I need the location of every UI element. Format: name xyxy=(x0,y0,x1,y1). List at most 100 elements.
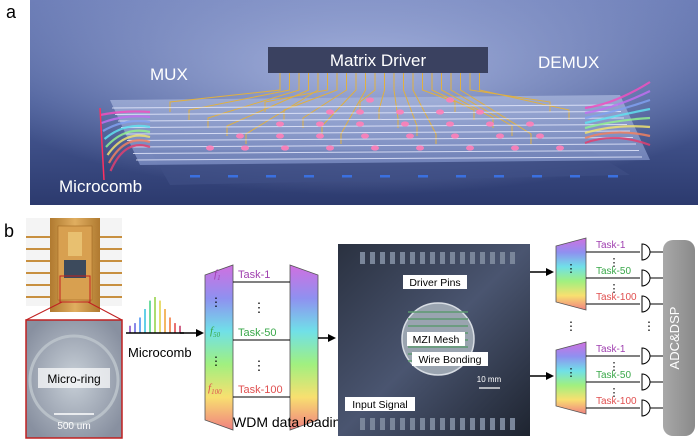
mzi-node xyxy=(556,145,564,151)
freq-dots-2: ⋮ xyxy=(210,354,222,368)
mzi-node xyxy=(496,133,504,139)
photo-pin-top xyxy=(510,252,515,264)
demux-top-task-1: Task-1 xyxy=(596,240,626,251)
demux-beam xyxy=(584,125,651,135)
photo-pin-top xyxy=(380,252,385,264)
driver-pins-label: Driver Pins xyxy=(409,277,460,289)
demux-top-dots-3: ⋮ xyxy=(609,283,620,295)
driver-wire xyxy=(378,73,385,120)
driver-wire xyxy=(393,73,399,128)
wdm-dots-2: ⋮ xyxy=(253,358,266,373)
photodetector xyxy=(641,295,651,313)
demux-bottom-task-1: Task-1 xyxy=(596,344,626,355)
micro-ring-label-bg xyxy=(38,368,110,388)
photodetectors xyxy=(641,243,663,417)
zoom-line-right xyxy=(87,301,123,321)
demux-beam xyxy=(584,131,651,140)
mzi-node xyxy=(326,109,334,115)
wire-bonding-label-bg xyxy=(412,352,488,366)
contact-pad xyxy=(494,175,504,178)
mux-beam xyxy=(106,134,151,156)
driver-wire xyxy=(479,73,570,120)
arrow-head-wdm-to-chip xyxy=(328,334,336,342)
photo-pin-bottom xyxy=(470,418,475,430)
chip-photo-pins xyxy=(360,252,515,430)
chip-scale-label: 10 mm xyxy=(477,375,502,384)
photo-pin-top xyxy=(360,252,365,264)
demux-top-dots-2: ⋮ xyxy=(609,257,620,269)
demux-beam xyxy=(584,81,651,110)
panel-b-letter: b xyxy=(4,221,14,241)
mzi-mesh-label-bg xyxy=(407,332,465,346)
mzi-node xyxy=(366,97,374,103)
mzi-node xyxy=(316,133,324,139)
contact-pad xyxy=(380,175,390,178)
demux-bottom-task-100: Task-100 xyxy=(596,396,637,407)
photo-pin-bottom xyxy=(370,418,375,430)
wdm-loading-label: WDM data loading xyxy=(233,414,348,430)
microcomb-label-b: Microcomb xyxy=(128,345,192,360)
mux-light-fan xyxy=(99,107,151,181)
photo-pin-top xyxy=(430,252,435,264)
contact-pad xyxy=(532,175,542,178)
mzi-node xyxy=(536,133,544,139)
chip-photo: Driver Pins MZI Mesh Wire Bonding Input … xyxy=(338,244,530,436)
contact-pad xyxy=(456,175,466,178)
mzi-node xyxy=(371,145,379,151)
micro-ring-label: Micro-ring xyxy=(47,372,100,386)
mzi-mesh-label: MZI Mesh xyxy=(413,334,460,346)
contact-pad xyxy=(304,175,314,178)
photo-pin-top xyxy=(370,252,375,264)
photodetector xyxy=(641,243,651,261)
photo-pin-top xyxy=(470,252,475,264)
mzi-node xyxy=(486,121,494,127)
demux-beam xyxy=(584,136,651,147)
demux-beam xyxy=(584,90,651,115)
panel-b: b Micro-ring 500 um Microcomb xyxy=(4,218,695,439)
mzi-node xyxy=(206,145,214,151)
microcomb-die xyxy=(64,260,86,278)
mzi-node xyxy=(446,121,454,127)
wdm-demux-trapezoid xyxy=(289,264,319,431)
mzi-node xyxy=(396,109,404,115)
detector-between-dots: ⋮ xyxy=(643,319,655,333)
photo-pin-bottom xyxy=(490,418,495,430)
photo-pin-bottom xyxy=(380,418,385,430)
photo-pin-top xyxy=(440,252,445,264)
mzi-node xyxy=(466,145,474,151)
adc-dsp-label: ADC&DSP xyxy=(667,307,682,370)
photo-pin-top xyxy=(460,252,465,264)
photo-pin-top xyxy=(450,252,455,264)
demux-group-top: Task-1 Task-50 Task-100 ⋮ ⋮ ⋮ xyxy=(555,237,640,311)
photodetector xyxy=(641,269,651,287)
mzi-node xyxy=(316,121,324,127)
driver-wire xyxy=(302,73,347,128)
demux-beam xyxy=(584,98,651,120)
demux-bottom-dots-3: ⋮ xyxy=(609,387,620,399)
matrix-driver-bar xyxy=(268,47,488,73)
photo-pin-bottom xyxy=(480,418,485,430)
panel-a-letter: a xyxy=(6,2,17,22)
micro-ring-photo: Micro-ring 500 um xyxy=(25,319,123,439)
photo-pin-bottom xyxy=(440,418,445,430)
demux-top-task-50: Task-50 xyxy=(596,266,631,277)
matrix-driver-label: Matrix Driver xyxy=(330,51,427,70)
microcomb-package xyxy=(26,218,122,312)
demux-light-fan xyxy=(584,81,651,147)
contact-pad xyxy=(190,175,200,178)
mzi-node xyxy=(526,121,534,127)
mzi-node xyxy=(446,97,454,103)
mzi-node xyxy=(356,109,364,115)
photo-pin-top xyxy=(500,252,505,264)
waveguide xyxy=(114,111,622,115)
mux-beam xyxy=(99,110,151,117)
waveguide xyxy=(129,143,637,148)
demux-bottom-task-50: Task-50 xyxy=(596,370,631,381)
driver-wire xyxy=(422,73,456,112)
driver-wire xyxy=(226,73,309,136)
mzi-node xyxy=(241,145,249,151)
driver-wire xyxy=(207,73,300,128)
contact-pad xyxy=(418,175,428,178)
photo-pin-bottom xyxy=(360,418,365,430)
